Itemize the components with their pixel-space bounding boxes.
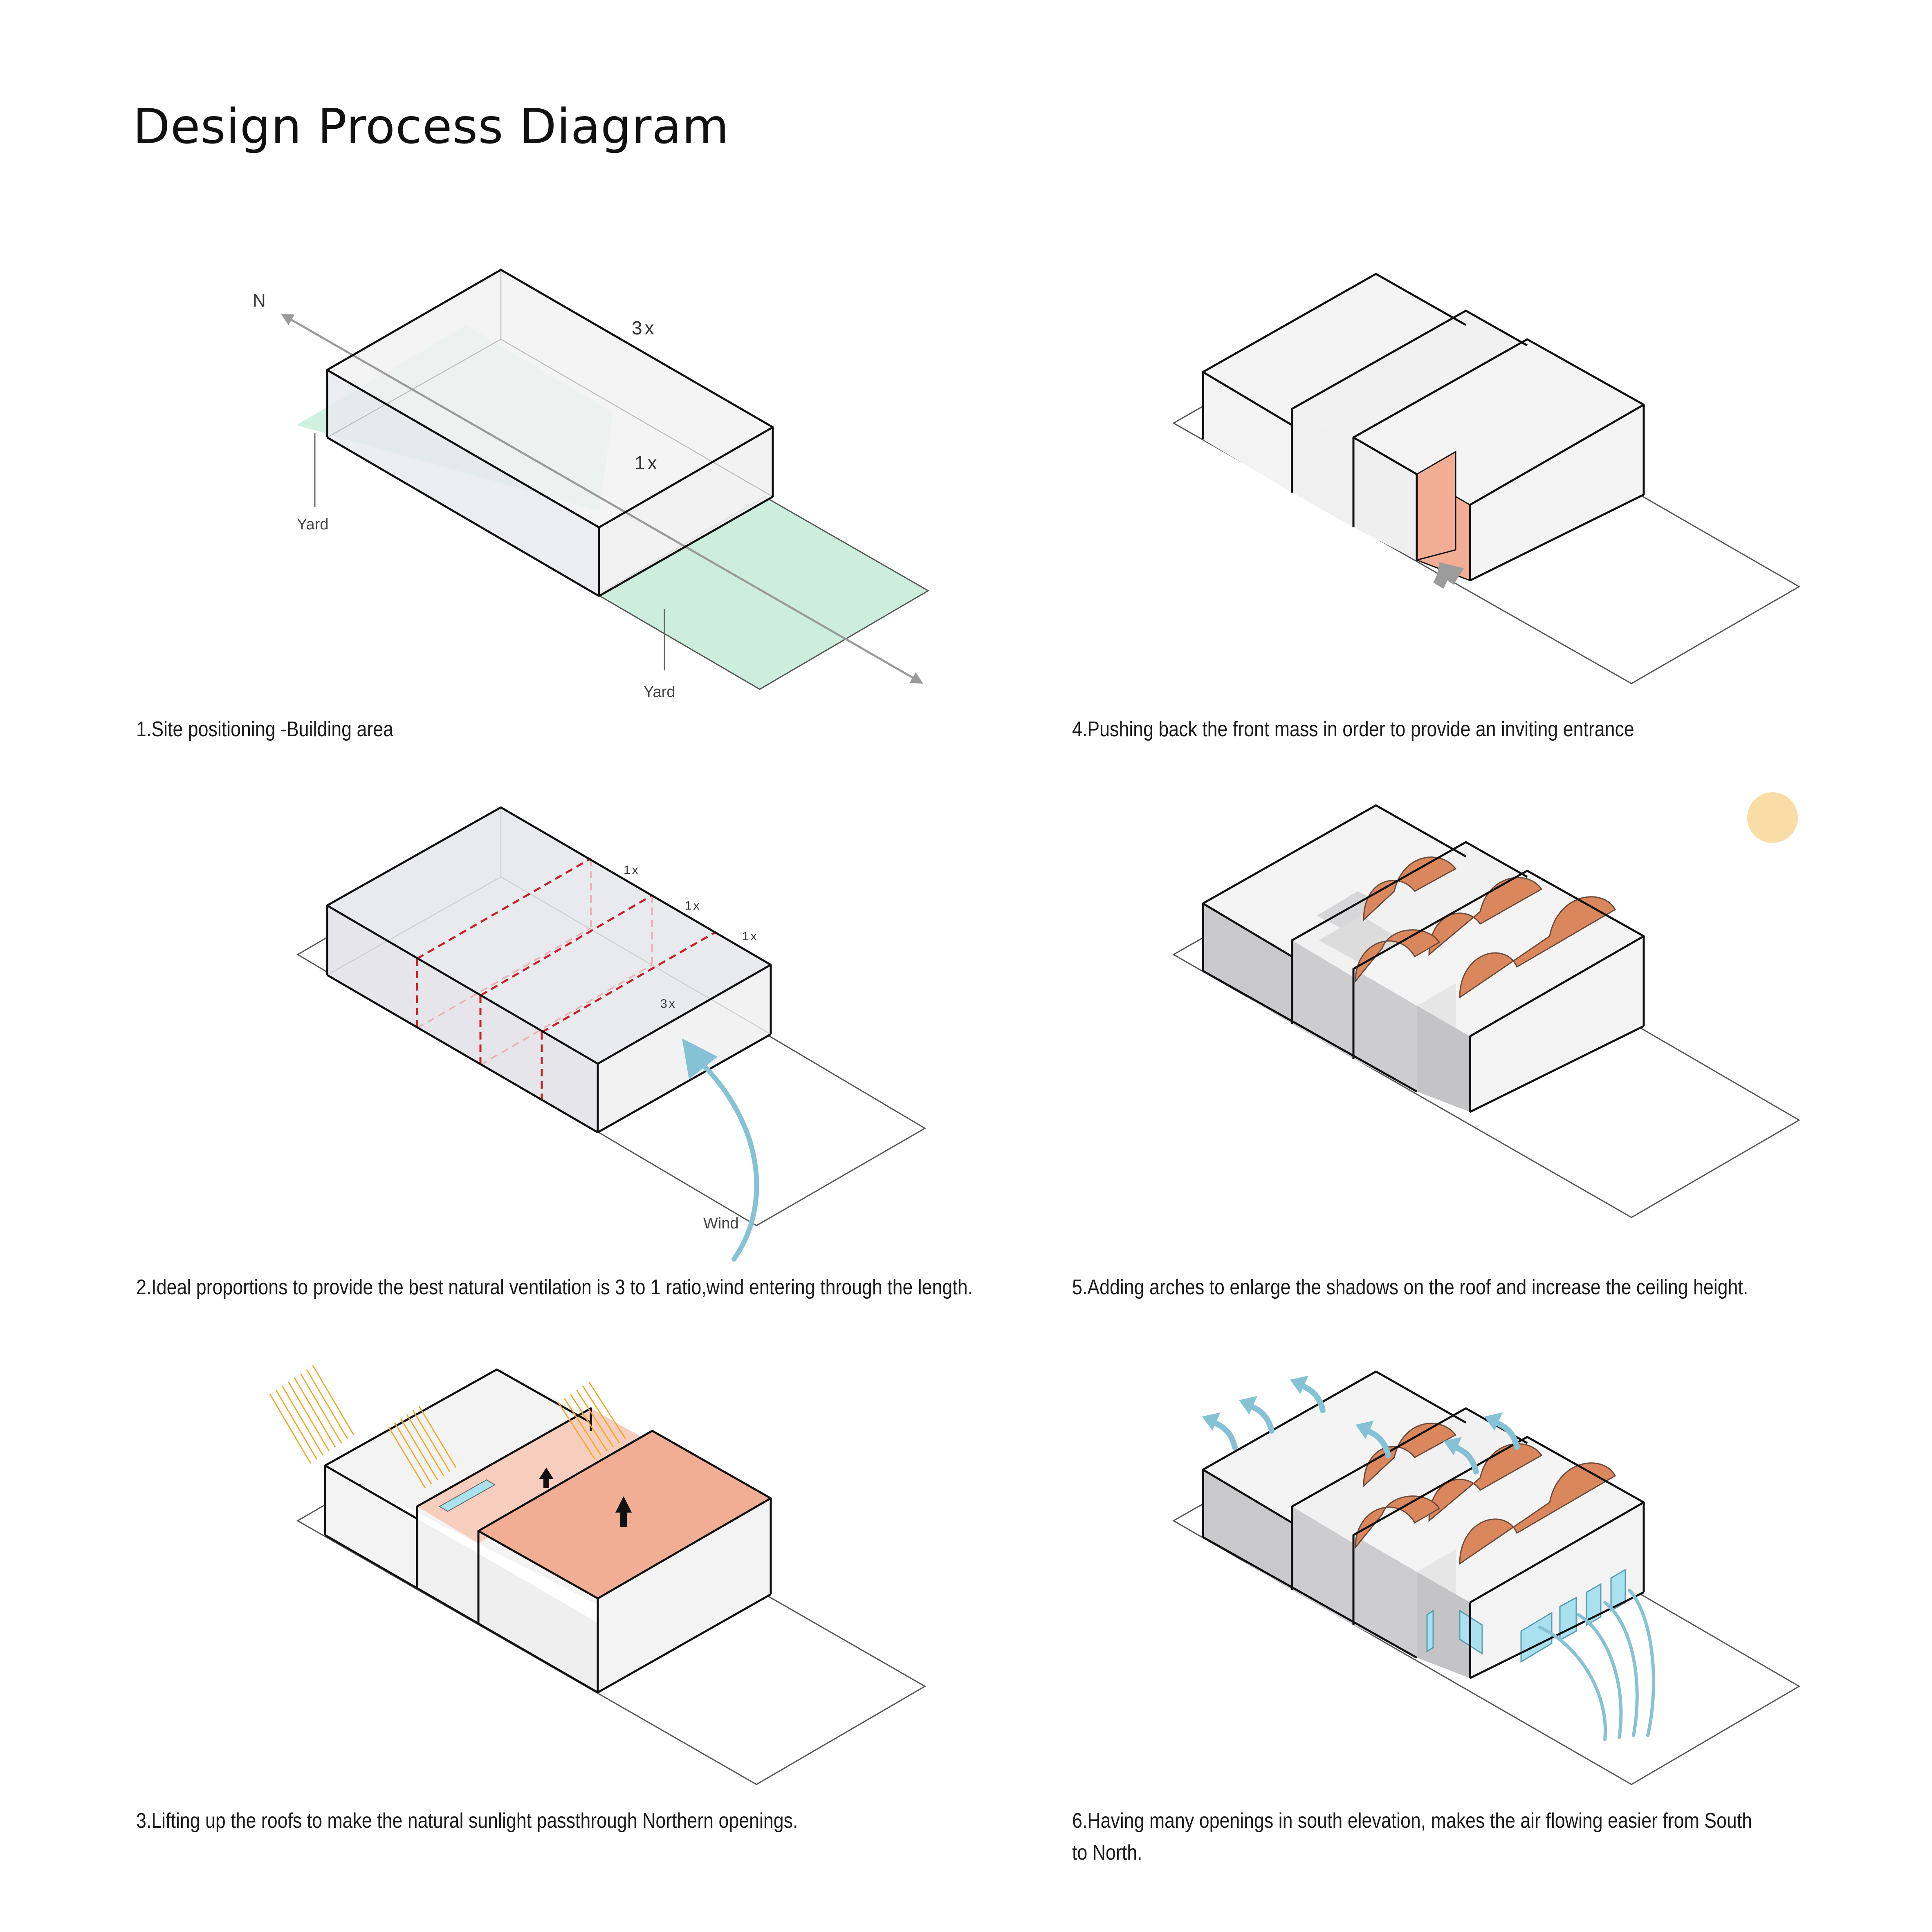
skylight (439, 1479, 496, 1512)
entrance-arrow-icon (1433, 562, 1464, 589)
north-axis (281, 314, 923, 684)
caption-step-6: 6.Having many openings in south elevatio… (1072, 1809, 1752, 1865)
module-label-b: 1x (685, 899, 701, 912)
module-label-a: 1x (624, 863, 640, 877)
yard-label-top: Yard (297, 516, 328, 533)
lift-arrow-icon (615, 1496, 632, 1527)
window (1559, 1596, 1577, 1641)
width-label: 1x (635, 452, 660, 473)
lift-arrow-icon (539, 1468, 554, 1488)
sun-icon (1747, 792, 1798, 843)
airflow-out (1212, 1383, 1520, 1475)
airflow-in (1538, 1589, 1655, 1741)
caption-step-3: 3.Lifting up the roofs to make the natur… (136, 1809, 798, 1833)
length-label: 3x (632, 317, 657, 338)
module-label-c: 1x (742, 930, 758, 943)
caption-step-5: 5.Adding arches to enlarge the shadows o… (1072, 1275, 1748, 1299)
wind-label: Wind (703, 1215, 739, 1232)
page-title: Design Process Diagram (133, 98, 729, 155)
wind-arrow (695, 1056, 759, 1262)
caption-step-4: 4.Pushing back the front mass in order t… (1072, 717, 1634, 741)
yard-label-bottom: Yard (644, 684, 675, 701)
length-label: 3x (660, 997, 677, 1011)
caption-step-1: 1.Site positioning -Building area (136, 717, 393, 741)
caption-step-2: 2.Ideal proportions to provide the best … (136, 1275, 973, 1299)
north-label: N (253, 291, 266, 311)
window (1426, 1609, 1434, 1653)
